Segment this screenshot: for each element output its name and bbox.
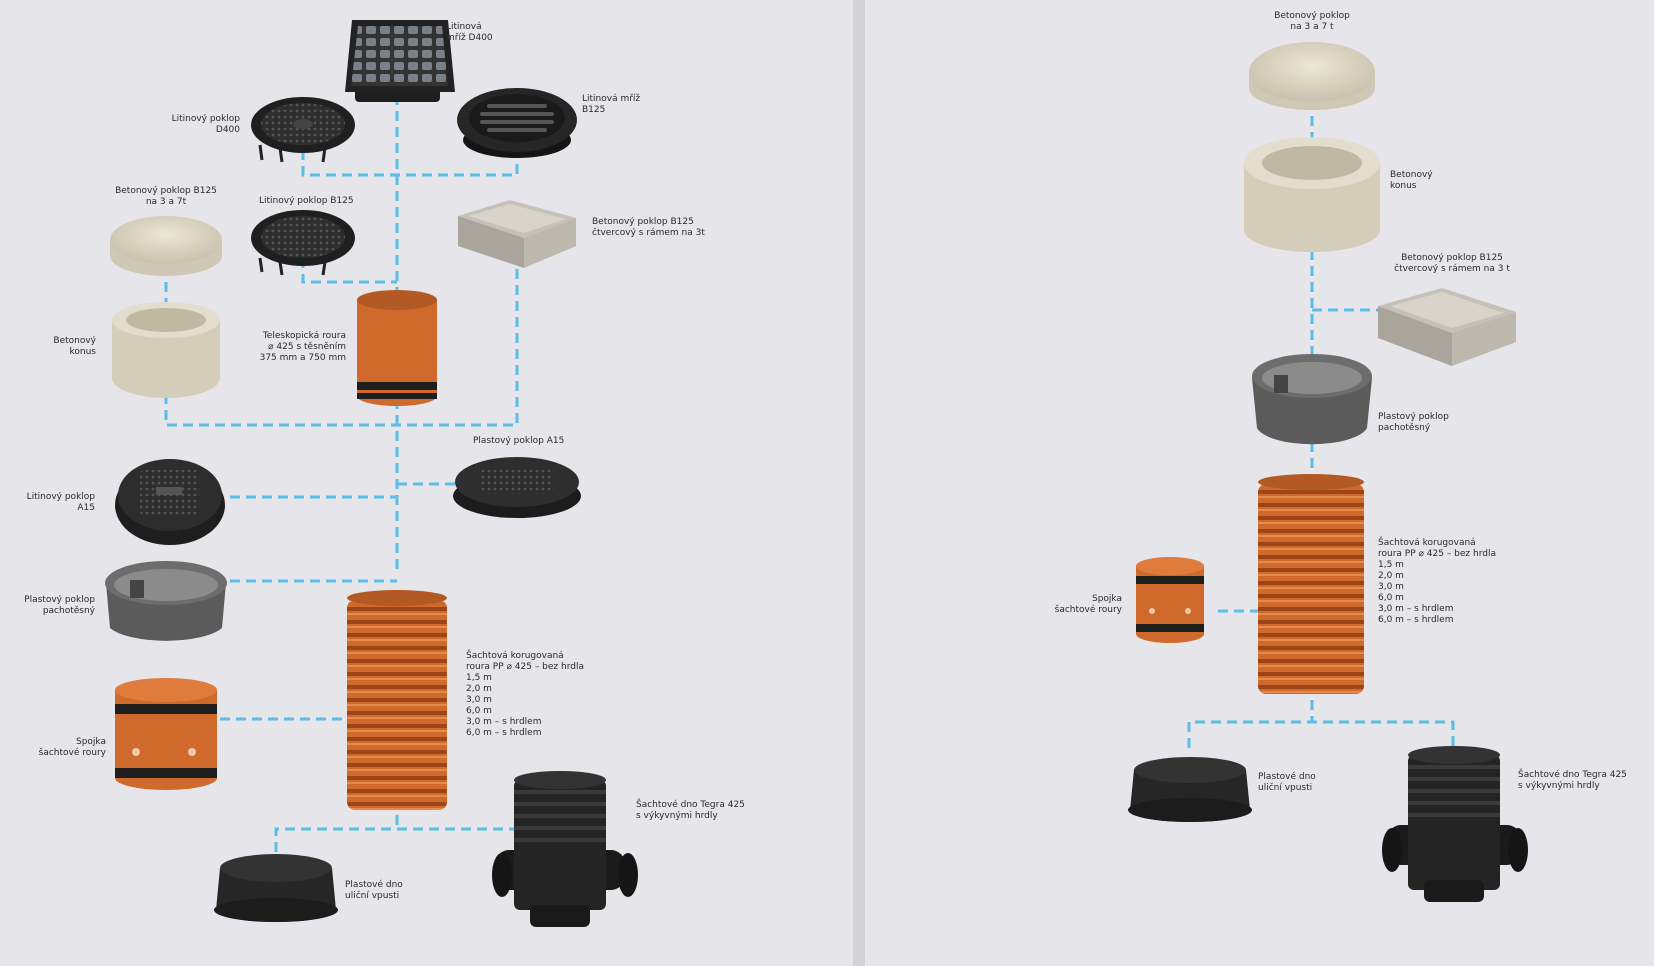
cover-b125-image [251,210,355,276]
label-street-bottom: Plastové dno uliční vpusti [345,880,403,901]
telescopic-pipe-image [357,290,437,406]
coupler-image [115,678,217,790]
label-right-plastic-odor: Plastový poklop pachotěsný [1378,412,1449,433]
grate-d400-image [345,20,455,102]
label-cover-b125: Litinový poklop B125 [259,196,354,206]
label-coupler: Spojka šachtové roury [38,737,106,758]
plastic-cover-a15-image [453,457,581,518]
label-cover-a15: Litinový poklop A15 [26,492,95,513]
label-cover-d400: Litinový poklop D400 [171,114,240,135]
concrete-cover-b125-image [110,216,222,276]
right-coupler-image [1136,557,1204,643]
label-right-concrete-square: Betonový poklop B125 čtvercový s rámem n… [1394,253,1510,274]
label-shaft-pipe: Šachtová korugovaná roura PP ⌀ 425 – bez… [466,651,584,738]
label-concrete-cover-b125: Betonový poklop B125 na 3 a 7t [115,186,217,207]
right-plastic-odor-cover-image [1252,354,1372,445]
right-concrete-square-image [1378,288,1516,366]
label-plastic-odor: Plastový poklop pachotěsný [24,595,95,616]
plastic-odor-cover-image [105,561,227,641]
label-concrete-square: Betonový poklop B125 čtvercový s rámem n… [592,217,705,238]
right-cone-image [1244,137,1380,252]
label-tegra: Šachtové dno Tegra 425 s výkyvnými hrdly [636,800,745,821]
label-right-street-bottom: Plastové dno uliční vpusti [1258,772,1316,793]
street-bottom-image [214,854,338,922]
label-grate-d400: Litinová mříž D400 [446,22,493,43]
label-telescopic: Teleskopická roura ⌀ 425 s těsněním 375 … [259,331,346,363]
label-cone: Betonový konus [53,336,96,357]
label-right-coupler: Spojka šachtové roury [1054,594,1122,615]
right-concrete-cover-image [1249,42,1375,110]
label-right-concrete-cover: Betonový poklop na 3 a 7 t [1274,11,1350,32]
right-street-bottom-image [1128,757,1252,822]
right-tegra-bottom-image [1382,746,1528,902]
right-shaft-pipe-image [1258,474,1364,694]
label-plastic-a15: Plastový poklop A15 [473,436,565,446]
tegra-bottom-image [492,771,638,927]
cone-image [112,302,220,398]
label-right-cone: Betonový konus [1390,170,1433,191]
grate-b125-image [457,88,577,158]
concrete-square-cover-image [458,200,576,268]
cover-a15-image [115,459,225,545]
cover-d400-image [251,97,355,163]
label-right-tegra: Šachtové dno Tegra 425 s výkyvnými hrdly [1518,770,1627,791]
label-right-shaft-pipe: Šachtová korugovaná roura PP ⌀ 425 – bez… [1378,538,1496,625]
panel-divider [853,0,865,966]
label-grate-b125: Litinová mříž B125 [582,94,641,115]
shaft-pipe-image [347,590,447,810]
